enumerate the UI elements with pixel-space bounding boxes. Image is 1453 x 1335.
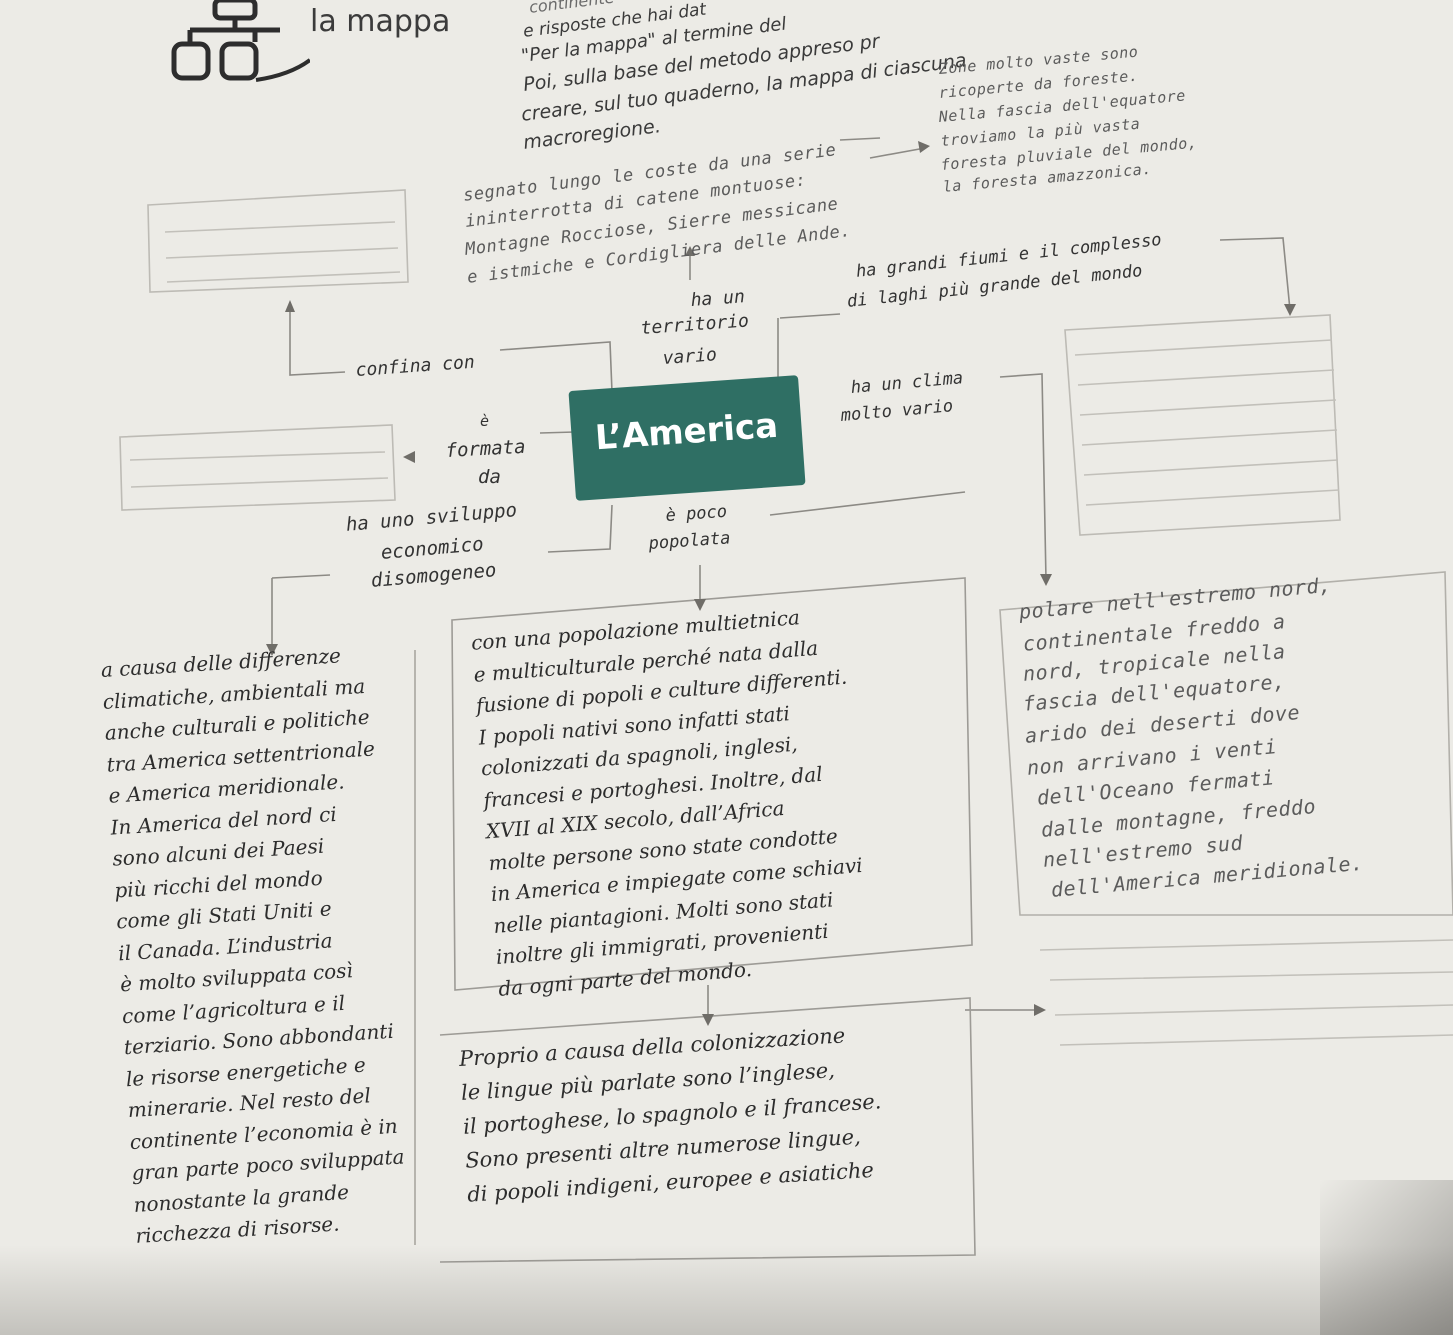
languages-text: Proprio a causa della colonizzazione le … [458, 1011, 977, 1212]
section-title: la mappa [310, 4, 451, 39]
central-title: L’America [593, 405, 780, 459]
concept-map-icon [171, 0, 310, 82]
label-sviluppo: ha uno sviluppo [345, 499, 518, 536]
label-confina: confina con [355, 351, 476, 381]
economy-text: a causa delle differenze climatiche, amb… [100, 635, 456, 1252]
central-title-box: L’America [568, 375, 806, 501]
page-bottom-shadow [0, 1245, 1453, 1335]
label-e: è [480, 412, 490, 430]
label-da: da [478, 466, 501, 488]
page-corner-shadow [1320, 1180, 1453, 1335]
label-territorio: territorio [640, 310, 750, 339]
label-economico: economico [380, 533, 485, 564]
label-disomogeneo: disomogeneo [370, 559, 498, 592]
label-popolata: popolata [648, 528, 732, 554]
population-text: con una popolazione multietnica e multic… [470, 591, 968, 1005]
label-formata: formata [445, 435, 527, 462]
label-molto-vario: molto vario [840, 396, 954, 426]
note-climate-line: polare nell'estremo nord, [1018, 572, 1333, 624]
label-poco: è poco [665, 501, 728, 526]
label-clima: ha un clima [850, 368, 964, 398]
label-vario: vario [662, 344, 718, 369]
label-ha-un: ha un [690, 286, 746, 311]
